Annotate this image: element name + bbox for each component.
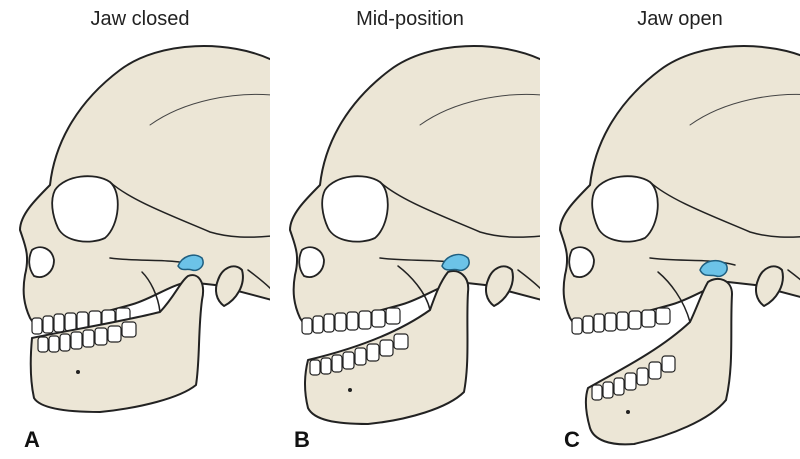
panel-jaw-closed: Jaw closed A bbox=[10, 0, 270, 459]
panel-letter: B bbox=[294, 427, 310, 453]
panel-mid-position: Mid-position B bbox=[280, 0, 540, 459]
panel-letter: A bbox=[24, 427, 40, 453]
panel-jaw-open: Jaw open C bbox=[550, 0, 800, 459]
skull-illustration-jaw-open bbox=[550, 0, 800, 459]
panel-letter: C bbox=[564, 427, 580, 453]
skull-illustration-jaw-closed bbox=[10, 0, 270, 459]
skull-illustration-mid-position bbox=[280, 0, 540, 459]
